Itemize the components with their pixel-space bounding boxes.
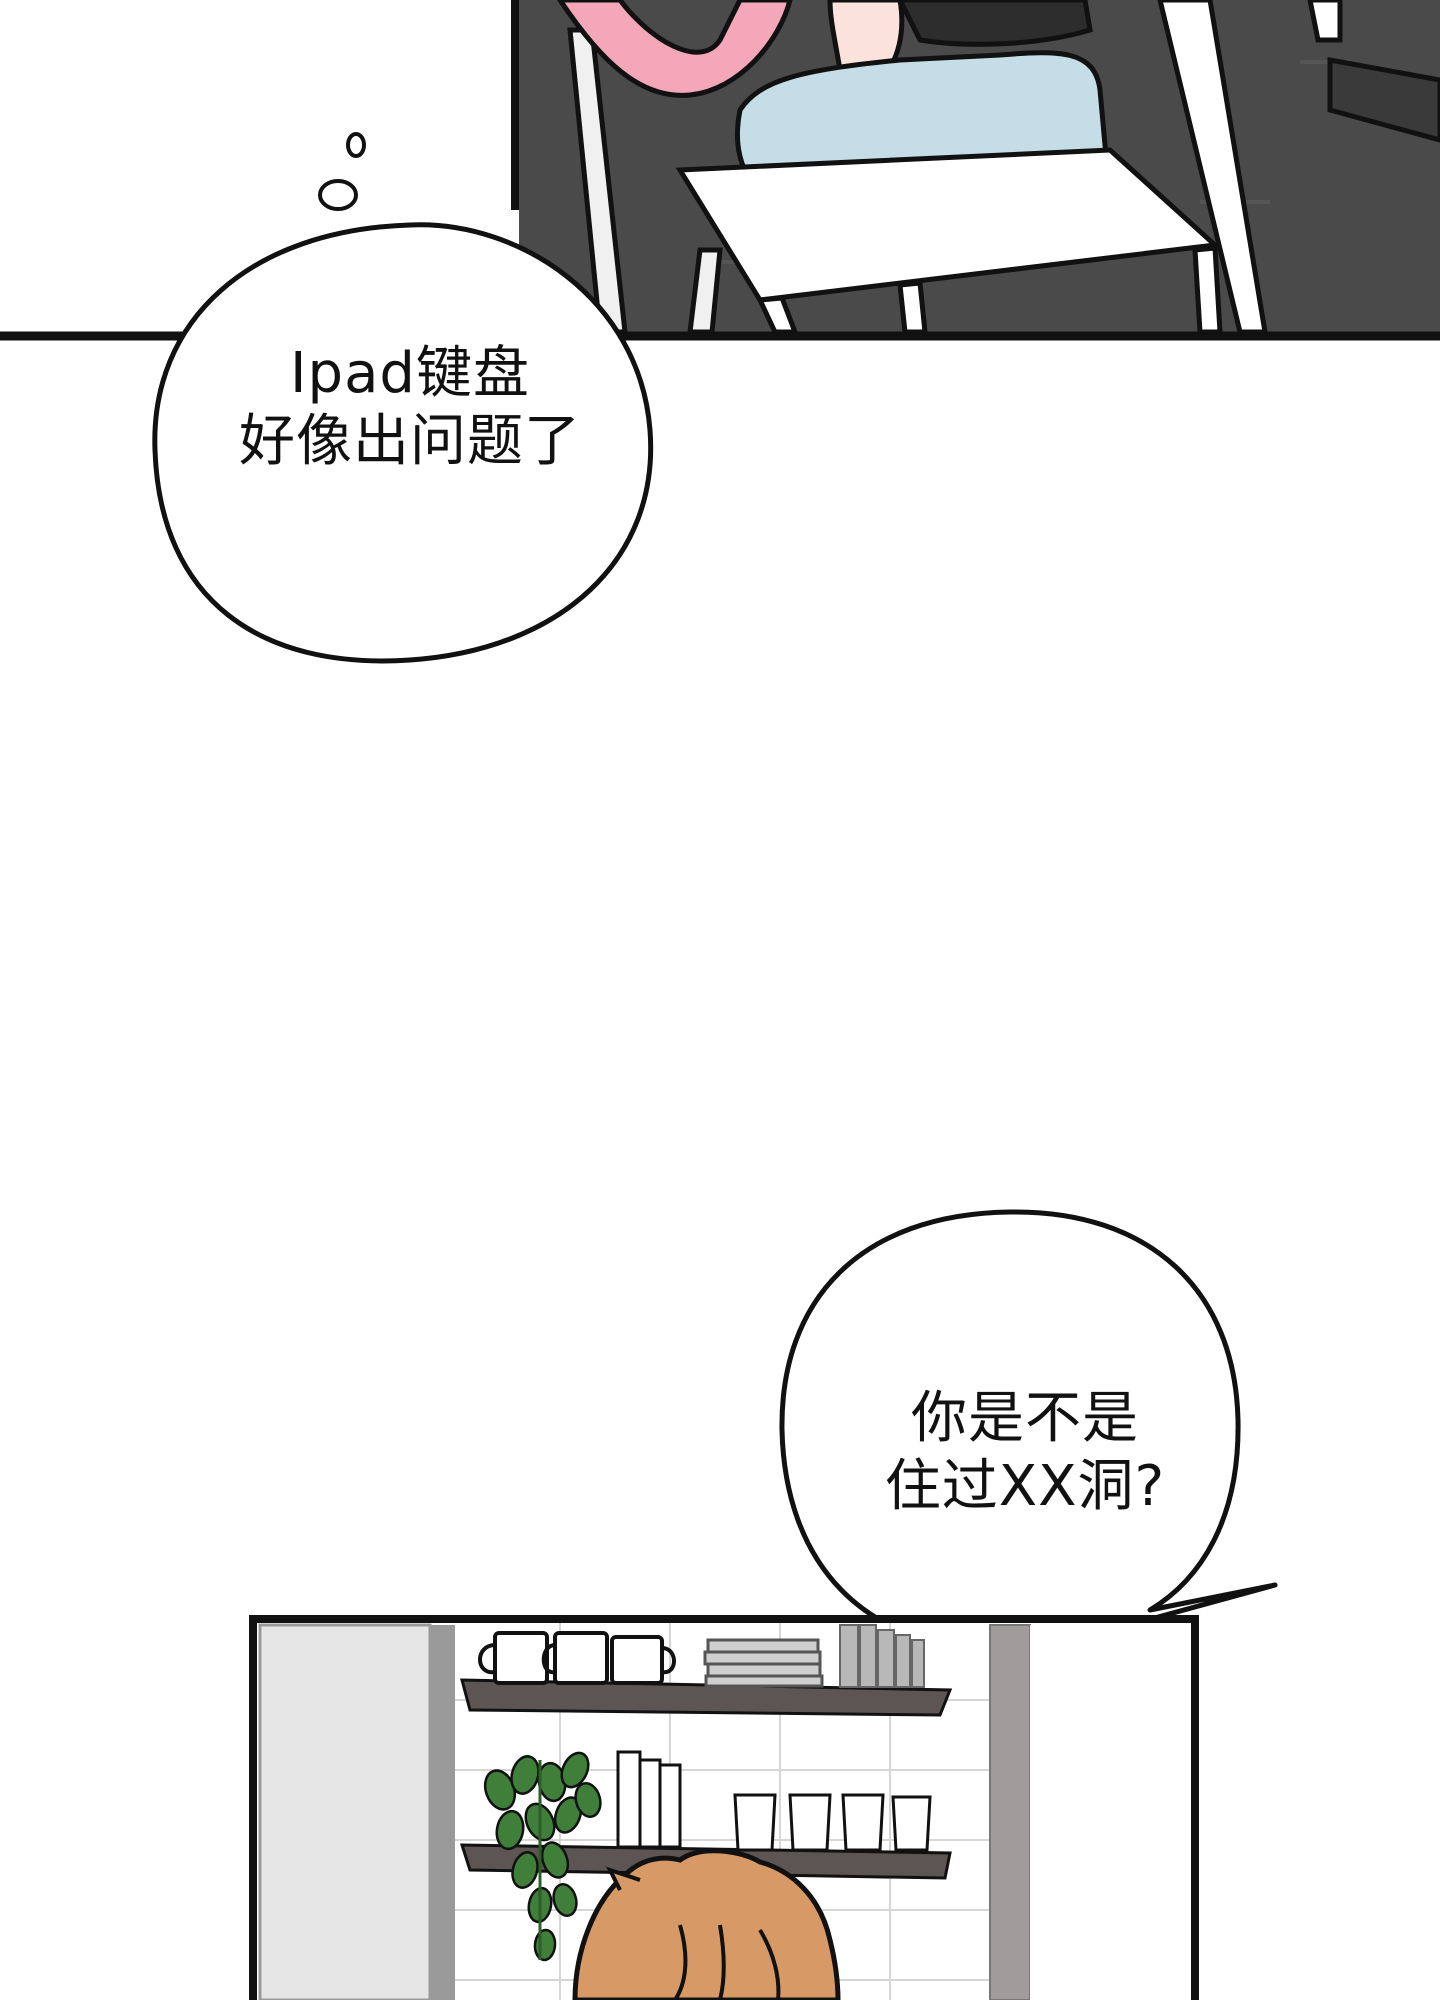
hanging-plant <box>483 1751 602 1962</box>
bubble-1-line-1: Ipad键盘 <box>290 341 530 406</box>
bottom-panel-frame <box>249 1615 1199 2000</box>
mug-3 <box>610 1635 664 1685</box>
character-top <box>897 0 1093 47</box>
upright-books-top <box>839 1624 925 1688</box>
thought-dot-medium <box>318 179 358 211</box>
right-pillar <box>989 1624 1031 2000</box>
orange-hair <box>572 1848 841 2000</box>
bottom-panel <box>249 1615 1199 2000</box>
mug-1-handle <box>478 1643 496 1675</box>
hair-strand-3 <box>758 1928 781 2000</box>
hair-tuft <box>606 1866 641 1891</box>
thought-bubble-body <box>152 222 654 664</box>
left-cabinet-side <box>430 1625 455 2000</box>
mugs <box>478 1631 676 1685</box>
bubble-2-line-1: 你是不是 <box>911 1386 1139 1451</box>
table-top <box>1327 57 1440 143</box>
hair-strand-1 <box>673 1924 688 2000</box>
right-wall <box>1030 1625 1190 2000</box>
character-head <box>572 1848 841 2000</box>
hair-strand-2 <box>718 1924 726 2000</box>
bubble-1-line-2: 好像出问题了 <box>239 409 581 474</box>
thought-bubble-1-text: Ipad键盘 好像出问题了 <box>170 340 650 476</box>
pink-hair <box>556 0 793 98</box>
thought-dot-small <box>346 132 366 158</box>
top-panel <box>0 0 1440 341</box>
left-cabinet <box>258 1623 432 2000</box>
chair-seat <box>675 147 1221 303</box>
book-stack <box>703 1638 824 1688</box>
speech-bubble-2-text: 你是不是 住过XX洞? <box>830 1385 1220 1521</box>
mug-2 <box>553 1631 609 1685</box>
upright-books-lower <box>616 1750 682 1849</box>
chair-far-right <box>1307 0 1343 43</box>
mug-3-handle <box>661 1646 676 1675</box>
bubble-2-line-2: 住过XX洞? <box>884 1454 1166 1519</box>
thought-bubble-1 <box>152 132 654 664</box>
glasses <box>733 1793 932 1852</box>
mug-1 <box>493 1631 549 1685</box>
mug-2-handle <box>541 1643 556 1675</box>
